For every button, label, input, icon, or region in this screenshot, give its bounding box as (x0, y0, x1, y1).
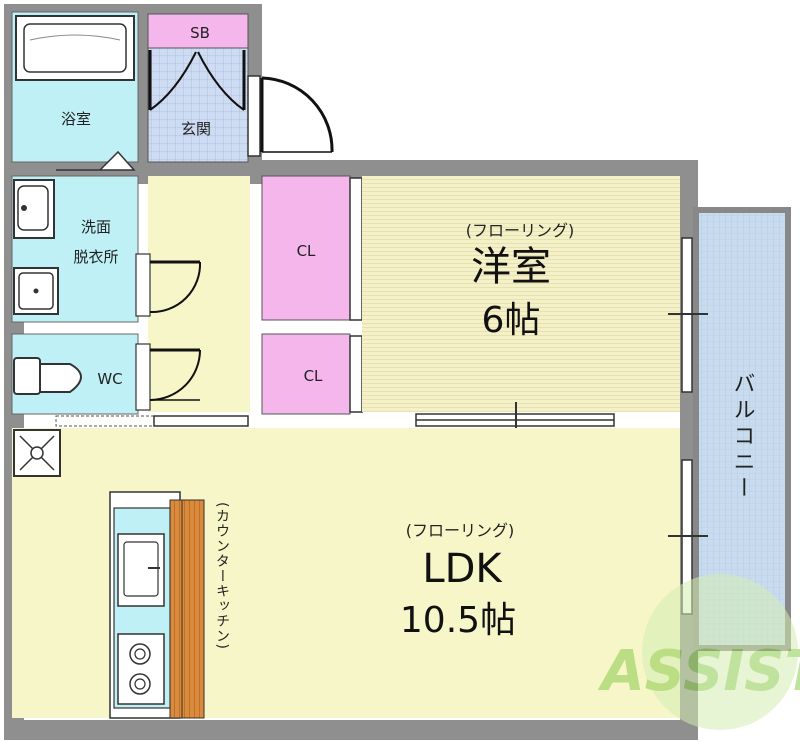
entrance-floor (147, 47, 249, 163)
bathroom-label: 浴室 (61, 110, 91, 128)
western-room-name: 洋室 (471, 244, 551, 290)
toilet-icon (13, 357, 82, 395)
sliding-door-icon (415, 402, 615, 440)
balcony-label: バルコニー (730, 372, 755, 502)
shoe-box-label: SB (190, 24, 210, 42)
corridor-partition (55, 415, 155, 427)
ldk-size: 10.5帖 (400, 600, 516, 641)
balcony-window-upper-icon (668, 237, 708, 393)
entrance-double-door-icon (148, 50, 246, 111)
hallway-floor (148, 176, 250, 412)
main-entry-door-icon (247, 75, 334, 157)
ldk-name: LDK (422, 546, 503, 592)
closet-2-label: CL (304, 367, 323, 385)
shoe-box (147, 13, 249, 49)
bath-door-icon (56, 150, 136, 171)
kitchen-label: (カウンターキッチン) (214, 502, 230, 650)
toilet-label: WC (97, 370, 122, 388)
corridor-partition-solid (153, 415, 249, 427)
wash-basin-icon (13, 179, 55, 239)
assist-watermark-logo: ASSIST (597, 574, 800, 730)
entrance-label: 玄関 (181, 120, 211, 138)
western-room-floor-type: (フローリング) (466, 221, 575, 240)
western-room-floor (362, 176, 680, 412)
washroom-label-1: 洗面 (81, 218, 111, 236)
washroom-door-icon (135, 253, 202, 317)
ldk-floor-type: (フローリング) (406, 521, 515, 540)
kitchen-sink-icon (117, 533, 165, 607)
toilet-door-icon (135, 343, 201, 411)
ventilation-icon (13, 429, 61, 477)
washroom-label-2: 脱衣所 (73, 248, 118, 266)
stove-icon (117, 633, 165, 705)
closet-1-label: CL (297, 242, 316, 260)
svg-text:ASSIST: ASSIST (597, 639, 800, 704)
closet-1 (261, 175, 351, 321)
washing-machine-icon (13, 267, 59, 315)
western-room-size: 6帖 (482, 300, 541, 341)
bathtub-icon (15, 15, 135, 81)
